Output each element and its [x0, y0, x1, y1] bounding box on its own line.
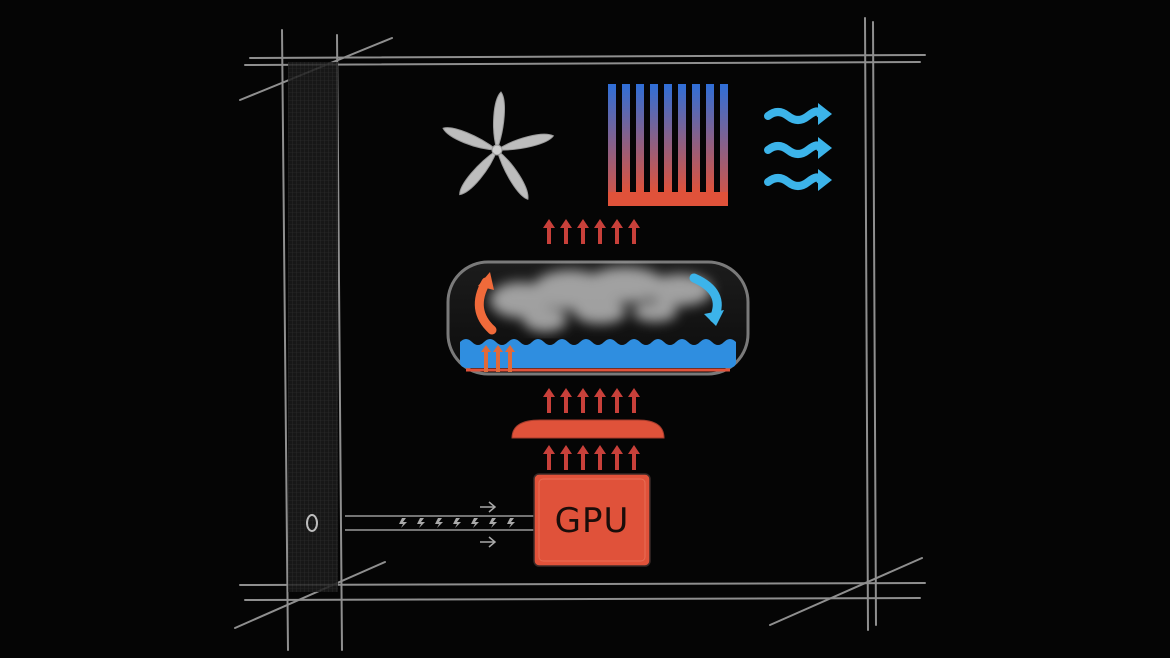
heat-arrows-chamber — [543, 219, 640, 244]
boiling-arrows — [481, 345, 515, 372]
lightning-icon — [399, 518, 515, 528]
power-direction-arrow-icon — [480, 501, 497, 548]
gpu-chip: GPU — [533, 473, 651, 567]
curved-arrow-icon — [474, 272, 724, 335]
fan-icon — [442, 91, 555, 200]
mount-hole-icon — [306, 514, 318, 532]
vapor-cloud — [490, 267, 712, 332]
power-line — [345, 501, 540, 548]
cold-plate — [511, 419, 665, 439]
vapor-chamber — [446, 260, 750, 376]
wavy-arrow-icon — [764, 107, 824, 190]
heat-arrows-plate — [543, 388, 640, 413]
heat-arrows-gpu — [543, 445, 640, 470]
gpu-label: GPU — [555, 501, 630, 541]
heatsink-icon — [608, 84, 728, 206]
airflow-arrowheads — [818, 103, 832, 191]
chassis-wall — [288, 62, 338, 592]
coolant-liquid — [460, 339, 736, 368]
